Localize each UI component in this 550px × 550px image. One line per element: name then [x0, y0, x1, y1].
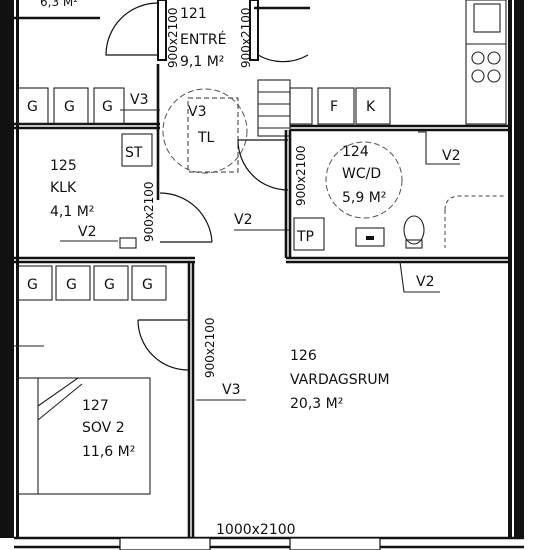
klk-room: 125 KLK 4,1 M² V2 900x2100: [14, 128, 213, 264]
wc-sink-drain: [366, 236, 374, 240]
hall-g2-label: G: [64, 99, 75, 115]
wc-number: 124: [342, 144, 369, 160]
top-room-area: 6,3 M²: [40, 0, 78, 9]
sov-bed-fold-1: [37, 377, 79, 407]
entre-number: 121: [180, 6, 207, 22]
stove-burner-1: [471, 51, 485, 65]
sov-area: 11,6 M²: [82, 444, 135, 460]
entre-left-door-dim: 900x2100: [166, 7, 180, 68]
tp-box: [293, 217, 325, 251]
tl-label: TL: [197, 130, 215, 146]
wc-shower-curve: [444, 195, 506, 211]
sov-bed-fold-2: [37, 383, 83, 421]
st-cabinet: [121, 133, 153, 167]
entre-doors: [105, 2, 309, 63]
vent-hall-v3: V3: [130, 92, 148, 108]
sov-room: G G G G 127 SOV 2 11,6 M² 900x2100 V3: [14, 262, 246, 538]
kitchen-k-label: K: [366, 99, 376, 115]
south-window-1: [119, 537, 211, 550]
sov-door-dim: 900x2100: [203, 317, 217, 378]
sov-g1-label: G: [27, 277, 38, 293]
west-wall-fill: [0, 0, 14, 550]
hall-storage-g2: [53, 87, 89, 125]
closet-dashed-circle: [162, 88, 248, 174]
wc-dashed-circle: [325, 141, 403, 219]
vent-entre-v3: V3: [188, 104, 206, 120]
wc-sink: [355, 227, 385, 247]
entre-left-jamb: [157, 0, 167, 61]
vardagsrum-name: VARDAGSRUM: [290, 372, 390, 388]
kitchen-box-f: [317, 87, 355, 125]
entre-area: 9,1 M²: [180, 54, 224, 70]
vent-sov-v3: V3: [222, 382, 240, 398]
balcony-door-dim: 1000x2100: [216, 522, 296, 538]
vent-wc-out-v2: V2: [416, 274, 434, 290]
vent-wc-v2: V2: [442, 148, 460, 164]
closet-dashed-rect: [187, 97, 239, 173]
tp-label: TP: [296, 229, 314, 245]
east-wall-fill: [514, 0, 524, 550]
kitchen-f-label: F: [330, 99, 338, 115]
vent-klk-v2: V2: [78, 224, 96, 240]
sov-door-swing: [137, 319, 189, 371]
klk-area: 4,1 M²: [50, 204, 94, 220]
sov-number: 127: [82, 398, 109, 414]
stove-burner-2: [487, 51, 501, 65]
sov-storage-g2: [55, 265, 91, 301]
hall-storage: G G G V3: [17, 87, 160, 125]
sov-name: SOV 2: [82, 420, 125, 436]
stove-burner-4: [487, 69, 501, 83]
sov-storage-g4: [131, 265, 167, 301]
east-wall-inner: [508, 0, 512, 550]
entry-closet: V3 TL: [162, 79, 291, 174]
vardagsrum-number: 126: [290, 348, 317, 364]
klk-number: 125: [50, 158, 77, 174]
wc-name: WC/D: [342, 166, 381, 182]
wc-area: 5,9 M²: [342, 190, 386, 206]
hall-g3-label: G: [102, 99, 113, 115]
kitchen-box-k: [355, 87, 391, 125]
kitchen-cabinets: F K: [289, 0, 507, 125]
kitchen-sink: [473, 3, 501, 33]
wc-room: TP 124 WC/D 5,9 M² 900x2100 V2 V2: [237, 130, 508, 293]
klk-name: KLK: [50, 180, 77, 196]
wc-door-dim: 900x2100: [294, 145, 308, 206]
wc-toilet-tank: [405, 239, 423, 249]
sov-g4-label: G: [142, 277, 153, 293]
hall-storage-g3: [93, 87, 125, 125]
klk-vent-box: [119, 237, 137, 249]
sov-g2-label: G: [66, 277, 77, 293]
stove-burner-3: [471, 69, 485, 83]
wc-door-swing: [237, 139, 289, 191]
entre-name: ENTRÉ: [180, 31, 226, 48]
kitchen-box-blank: [289, 87, 313, 125]
entre-left-door-swing: [105, 2, 159, 56]
hall-g1-label: G: [27, 99, 38, 115]
south-window-2: [289, 537, 381, 550]
sov-bed: [17, 377, 151, 495]
klk-door-swing: [159, 192, 213, 243]
st-label: ST: [125, 145, 143, 161]
vardagsrum-area: 20,3 M²: [290, 396, 343, 412]
sov-storage-g1: [17, 265, 53, 301]
kitchen-counter: [465, 0, 507, 125]
vent-wc-out-leader: [399, 261, 440, 293]
wc-toilet: [403, 215, 425, 245]
entre-right-door-swing: [257, 54, 309, 63]
vent-hall-v2: V2: [234, 212, 252, 228]
sov-g3-label: G: [104, 277, 115, 293]
klk-door-dim: 900x2100: [142, 181, 156, 242]
hall-storage-g1: [17, 87, 49, 125]
entre-right-door-dim: 900x2100: [239, 7, 253, 68]
vent-wc-leader: [418, 131, 460, 165]
sov-storage-g3: [93, 265, 129, 301]
